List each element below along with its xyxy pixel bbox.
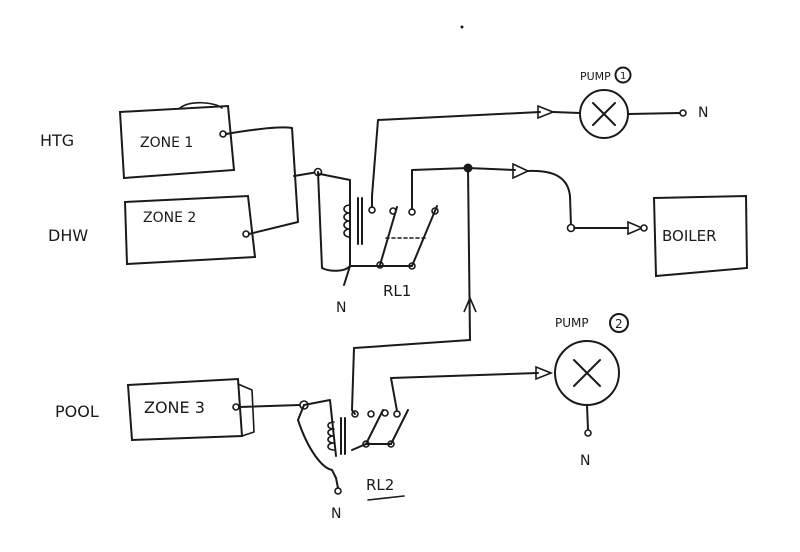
boiler-input-arrow <box>627 220 645 236</box>
stray-mark <box>460 25 464 29</box>
pump-1-number: 1 <box>620 71 626 82</box>
zone-3-label: ZONE 3 <box>144 398 205 417</box>
rl1-to-boiler-bus-wire <box>411 167 469 191</box>
pump2-feed-arrow <box>535 365 554 381</box>
pump-1 <box>579 89 629 139</box>
rl2-underline <box>367 495 405 501</box>
pump-2-number: 2 <box>615 317 623 331</box>
pump-2-neutral-wire <box>586 404 589 431</box>
pump-2 <box>554 340 620 406</box>
boiler-box: BOILER <box>652 194 749 278</box>
boiler-label: BOILER <box>662 227 717 245</box>
rl2-relay <box>297 399 409 495</box>
zone-1-label: ZONE 1 <box>140 135 193 151</box>
rl1-to-pump1-wire <box>371 111 541 197</box>
zone-3-wire <box>238 404 301 408</box>
rl2-to-pump2-wire <box>390 372 539 412</box>
zone-3-box: ZONE 3 <box>126 377 255 442</box>
boiler-bus-down-wire <box>467 167 471 341</box>
zone-1-2-wire <box>225 126 299 235</box>
pump-2-neutral-label: N <box>580 453 590 469</box>
bus-up-arrow <box>463 295 477 313</box>
boiler-feed-arrow <box>512 162 530 180</box>
pool-label: POOL <box>55 402 99 421</box>
pump-1-label: PUMP <box>580 70 611 83</box>
zone-2-label: ZONE 2 <box>143 210 196 226</box>
pump-2-label: PUMP <box>555 316 589 330</box>
zone-2-box: ZONE 2 <box>123 194 257 266</box>
rl2-label: RL2 <box>366 476 394 494</box>
pump-1-neutral-wire <box>627 112 681 115</box>
htg-label: HTG <box>40 131 74 150</box>
pump-1-neutral-label: N <box>698 105 708 121</box>
pump-1-number-ring <box>614 66 632 84</box>
rl1-neutral-label: N <box>336 300 346 316</box>
dhw-label: DHW <box>48 226 88 245</box>
zone-1-box: ZONE 1 <box>118 101 236 180</box>
rl2-to-bus-wire <box>351 339 471 411</box>
pump-2-number-ring <box>609 313 629 333</box>
pump1-feed-arrow <box>537 104 556 120</box>
rl1-label: RL1 <box>383 282 411 300</box>
rl2-neutral-label: N <box>331 506 341 522</box>
rl1-relay <box>317 171 439 286</box>
